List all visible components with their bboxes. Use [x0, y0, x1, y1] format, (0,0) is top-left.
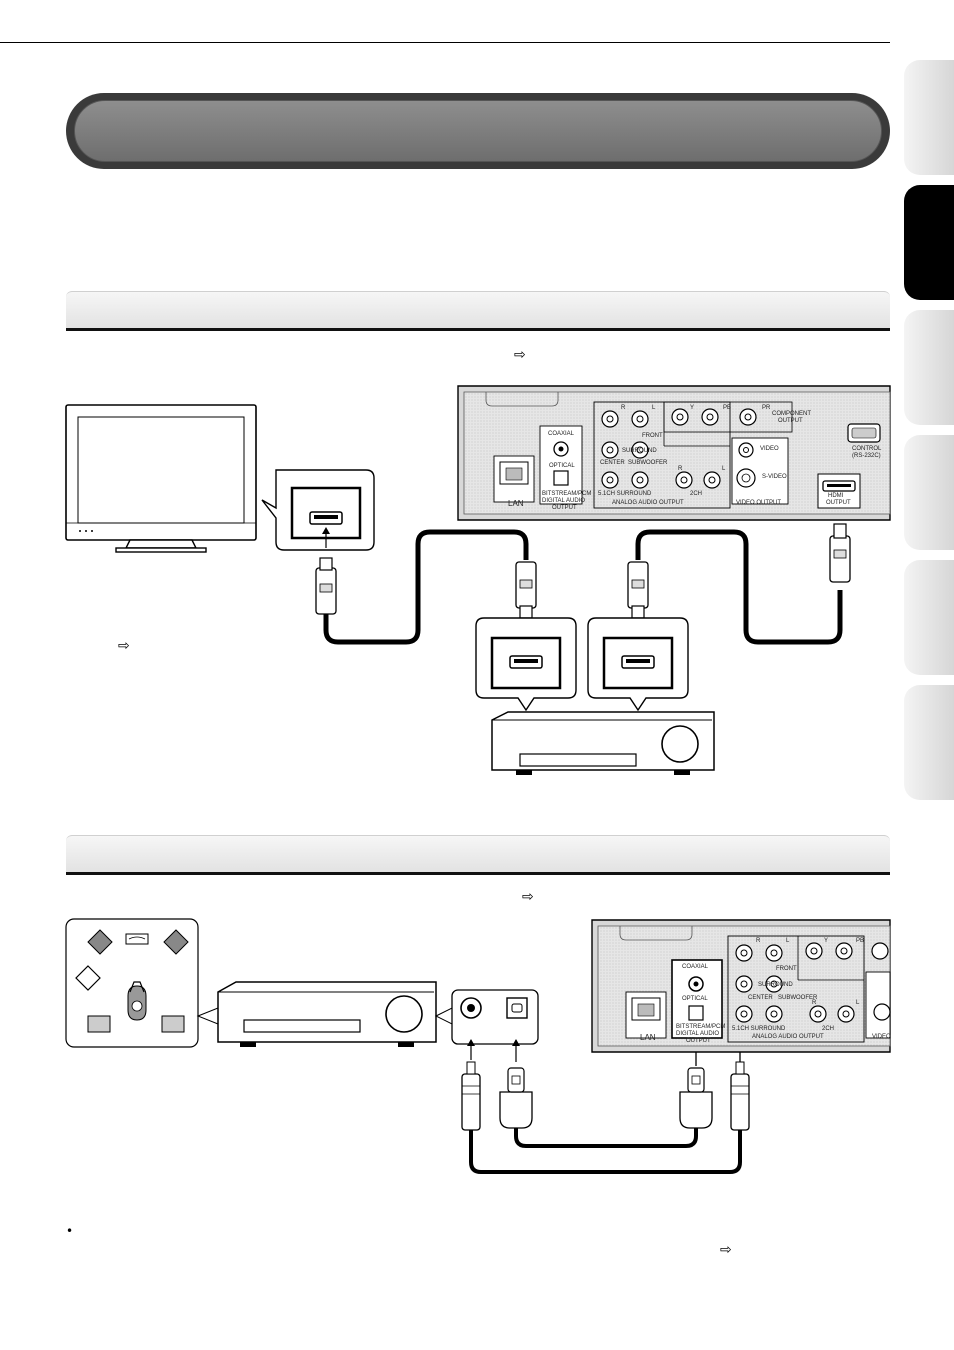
- coaxial-label: COAXIAL: [548, 431, 575, 437]
- side-tab-3[interactable]: [904, 310, 954, 425]
- side-tab-4[interactable]: [904, 435, 954, 550]
- digital-audio-label-3: OUTPUT: [552, 505, 577, 511]
- reference-arrow-icon: ⇨: [522, 889, 534, 905]
- digital-audio-label-2-2: DIGITAL AUDIO: [676, 1031, 720, 1037]
- component-pb-label-2: PB: [856, 938, 865, 944]
- subwoofer-label-2: SUBWOOFER: [778, 995, 818, 1001]
- optical-label-2: OPTICAL: [682, 996, 708, 1002]
- reference-arrow-icon: ⇨: [514, 347, 526, 363]
- coaxial-cable: [461, 982, 750, 1174]
- note-bullet: •: [66, 1224, 74, 1238]
- subwoofer-label: SUBWOOFER: [628, 460, 668, 466]
- side-tab-5[interactable]: [904, 560, 954, 675]
- control-label-1: CONTROL: [852, 446, 882, 452]
- two-ch-label-2: 2CH: [822, 1026, 835, 1032]
- receiver-hdmi-out-callout: [587, 617, 689, 712]
- side-tab-2-active[interactable]: [904, 185, 954, 300]
- tv-icon: [65, 404, 257, 553]
- digital-audio-label-2: DIGITAL AUDIO: [542, 498, 586, 504]
- coaxial-label-2: COAXIAL: [682, 964, 709, 970]
- reference-arrow-icon: ⇨: [720, 1242, 732, 1258]
- title-banner-inner: [74, 100, 882, 162]
- surround-label-2: SURROUND: [758, 982, 793, 988]
- center-label-2: CENTER: [748, 995, 773, 1001]
- top-rule: [0, 42, 890, 43]
- hdmi-cable-player: [627, 497, 851, 645]
- digital-audio-label-1: BITSTREAM/PCM: [542, 491, 592, 497]
- optical-label: OPTICAL: [549, 463, 575, 469]
- component-output-label-1: COMPONENT: [772, 411, 811, 417]
- reference-arrow-icon: ⇨: [118, 638, 130, 654]
- side-tab-6[interactable]: [904, 685, 954, 800]
- five-ch-surround-label-2: 5.1CH SURROUND: [732, 1026, 786, 1032]
- av-amplifier-icon: [217, 981, 437, 1047]
- two-ch-l-label: L: [722, 466, 726, 472]
- video-output-label: VIDEO OUTPUT: [736, 500, 782, 506]
- section-header-1-rule: [66, 328, 890, 331]
- front-label-2: FRONT: [776, 966, 797, 972]
- optical-cable: [499, 1028, 713, 1148]
- analog-audio-output-label: ANALOG AUDIO OUTPUT: [612, 500, 684, 506]
- av-receiver-icon: [491, 711, 715, 775]
- video-label: VIDEO: [760, 446, 779, 452]
- component-pb-label: PB: [723, 405, 732, 411]
- tv-hdmi-callout: [261, 469, 375, 551]
- control-label-2: (RS-232C): [852, 453, 881, 459]
- section-header-1: [66, 291, 890, 329]
- digital-audio-label-2-1: BITSTREAM/PCM: [676, 1024, 726, 1030]
- lan-label-2: LAN: [640, 1033, 656, 1042]
- video-label-2: VIDEO: [872, 1034, 891, 1040]
- hdmi-label-1: HDMI: [828, 493, 844, 499]
- surround-label: SURROUND: [622, 448, 657, 454]
- analog-audio-output-label-2: ANALOG AUDIO OUTPUT: [752, 1034, 824, 1040]
- front-r-label: R: [621, 405, 626, 411]
- section-header-2: [66, 835, 890, 873]
- front-l-label-2: L: [786, 938, 790, 944]
- side-tab-1[interactable]: [904, 60, 954, 175]
- two-ch-l-label-2: L: [856, 1000, 860, 1006]
- front-l-label: L: [652, 405, 656, 411]
- player-rear-panel-bottom: [591, 919, 891, 1053]
- section-header-2-rule: [66, 872, 890, 875]
- front-label: FRONT: [642, 433, 663, 439]
- two-ch-label: 2CH: [690, 491, 703, 497]
- receiver-digital-input-callout: [451, 989, 539, 1045]
- player-rear-panel-top: [457, 385, 891, 521]
- component-y-label-2: Y: [824, 938, 829, 944]
- two-ch-r-label-2: R: [812, 1000, 817, 1006]
- lan-label: LAN: [508, 499, 524, 508]
- receiver-hdmi-in-callout: [475, 617, 577, 712]
- front-r-label-2: R: [756, 938, 761, 944]
- digital-audio-label-2-3: OUTPUT: [686, 1038, 711, 1044]
- hdmi-cable-tv: [315, 527, 537, 645]
- five-ch-surround-label: 5.1CH SURROUND: [598, 491, 652, 497]
- digital-logos-box: [65, 918, 199, 1048]
- component-output-label-2: OUTPUT: [778, 418, 803, 424]
- component-pr-label: PR: [762, 405, 771, 411]
- component-y-label: Y: [690, 405, 695, 411]
- two-ch-r-label: R: [678, 466, 683, 472]
- hdmi-label-2: OUTPUT: [826, 500, 851, 506]
- s-video-label: S-VIDEO: [762, 474, 787, 480]
- center-label: CENTER: [600, 460, 625, 466]
